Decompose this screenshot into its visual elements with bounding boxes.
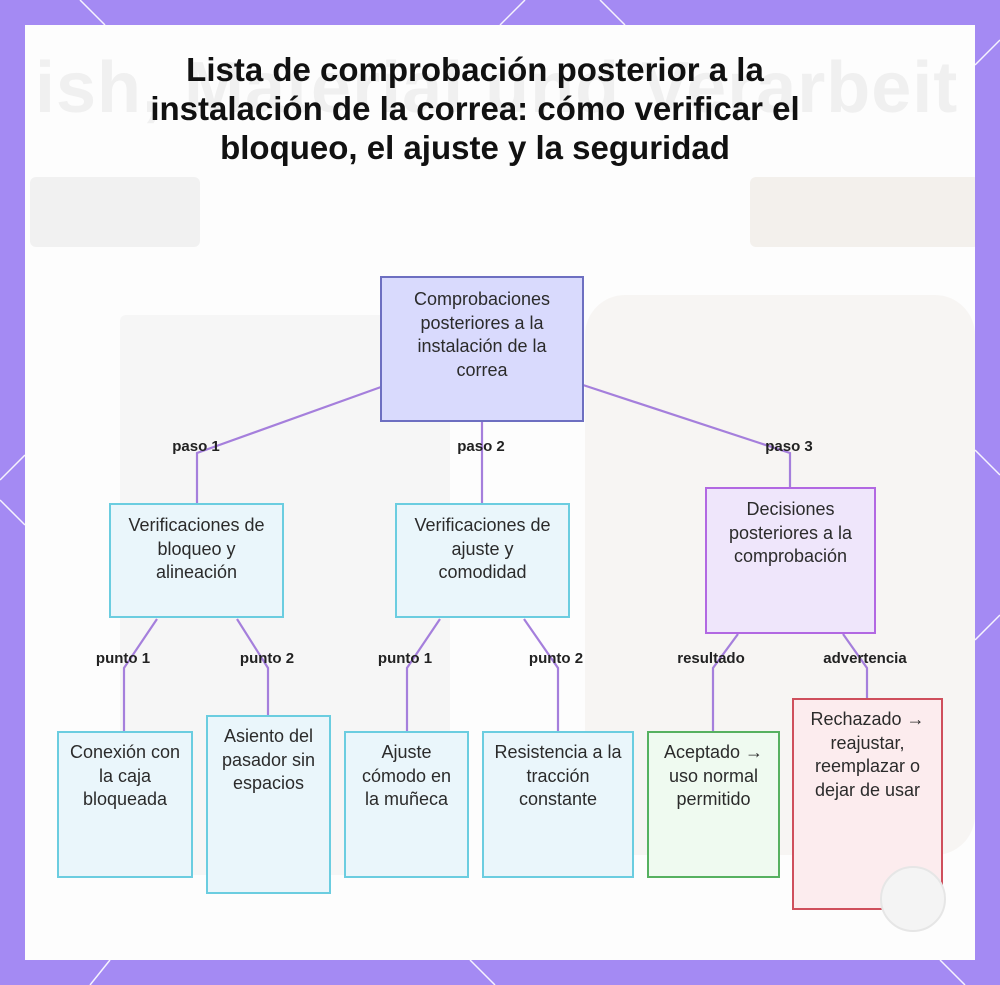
edge-lock-pin	[236, 618, 270, 716]
node-lock-alignment: Verificaciones de bloqueo y alineación	[109, 503, 284, 618]
background-ghost-block	[30, 177, 200, 247]
edge-root-decisions	[582, 383, 792, 489]
node-root: Comprobaciones posteriores a la instalac…	[380, 276, 584, 422]
edge-label-fit-point2: punto 2	[528, 650, 584, 667]
edge-fit-pull	[523, 618, 560, 732]
node-decisions: Decisiones posteriores a la comprobación	[705, 487, 876, 634]
edge-label-warning: advertencia	[823, 650, 907, 667]
page-title: Lista de comprobación posterior a la ins…	[150, 51, 800, 166]
node-accepted: Aceptado → uso normal permitido	[647, 731, 780, 878]
edge-label-result: resultado	[677, 650, 745, 667]
edge-label-step2: paso 2	[457, 438, 505, 455]
node-fit-comfort: Verificaciones de ajuste y comodidad	[395, 503, 570, 618]
edge-label-step1: paso 1	[172, 438, 220, 455]
edge-label-lock-point2: punto 2	[239, 650, 295, 667]
edge-fit-wrist	[405, 618, 441, 732]
edge-label-step3: paso 3	[765, 438, 813, 455]
background-ghost-block	[750, 177, 975, 247]
edge-label-fit-point1: punto 1	[377, 650, 433, 667]
edge-decision-rejected	[842, 633, 869, 699]
edge-label-lock-point1: punto 1	[95, 650, 151, 667]
node-rejected: Rechazado → reajustar, reemplazar o deja…	[792, 698, 943, 910]
watermark-badge-icon	[880, 866, 946, 932]
background-watermark-text: ish, Material und Verarbeit	[35, 48, 959, 128]
node-wrist-fit: Ajuste cómodo en la muñeca	[344, 731, 469, 878]
node-pull-resistance: Resistencia a la tracción constante	[482, 731, 634, 878]
node-pin-seat: Asiento del pasador sin espacios	[206, 715, 331, 894]
edge-decision-accepted	[711, 633, 739, 732]
edge-root-lock	[195, 385, 382, 505]
node-case-connection: Conexión con la caja bloqueada	[57, 731, 193, 878]
edge-lock-case	[122, 618, 158, 732]
